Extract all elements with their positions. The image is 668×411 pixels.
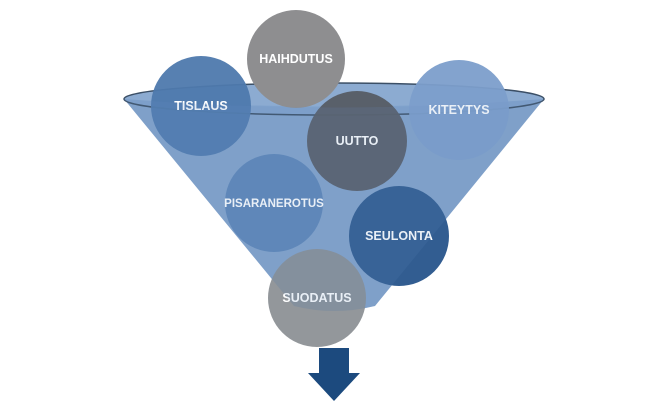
circle-uutto: UUTTO [307,91,407,191]
circle-uutto-label: UUTTO [336,134,379,148]
circle-kiteytys: KITEYTYS [409,60,509,160]
circle-suodatus: SUODATUS [268,249,366,347]
circle-suodatus-shape [268,249,366,347]
circle-haihdutus: HAIHDUTUS [247,10,345,108]
circle-seulonta-label: SEULONTA [365,229,433,243]
funnel-front-overlay [124,99,544,311]
circle-haihdutus-shape [247,10,345,108]
circle-kiteytys-label: KITEYTYS [428,103,489,117]
circle-tislaus-label: TISLAUS [174,99,227,113]
circle-group: HAIHDUTUS TISLAUS KITEYTYS UUTTO PISARANEROT… [151,10,509,347]
circle-tislaus-shape [151,56,251,156]
circle-pisaranerotus-shape [225,154,323,252]
circle-uutto-shape [307,91,407,191]
circle-seulonta: SEULONTA [349,186,449,286]
down-arrow-icon [308,348,360,401]
circle-suodatus-label: SUODATUS [282,291,351,305]
circle-kiteytys-shape [409,60,509,160]
circle-seulonta-shape [349,186,449,286]
circle-tislaus: TISLAUS [151,56,251,156]
circle-pisaranerotus-label: PISARANEROTUS [224,198,324,210]
circle-pisaranerotus: PISARANEROTUS [224,154,324,252]
circle-haihdutus-label: HAIHDUTUS [259,52,333,66]
